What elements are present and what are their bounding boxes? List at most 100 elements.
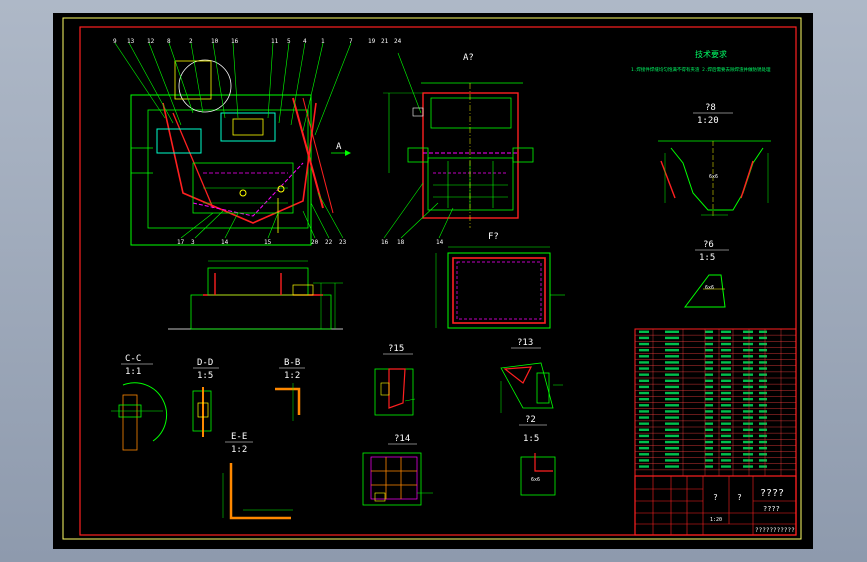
parts-list-entry <box>721 379 731 382</box>
parts-list-entry <box>705 397 713 401</box>
drawing-viewport[interactable]: A 9 13 12 8 2 10 16 11 5 4 1 7 19 21 24 <box>53 13 813 549</box>
detail-2-view[interactable]: ?2 1:5 6x6 <box>519 415 556 496</box>
parts-list-entry <box>665 422 679 425</box>
parts-list-entry <box>759 336 767 340</box>
parts-list-entry <box>639 404 649 407</box>
parts-list-entry <box>721 361 731 364</box>
detail-15-title: ?15 <box>388 344 404 354</box>
parts-list-entry <box>721 397 731 401</box>
detail-13-title: ?13 <box>517 338 533 348</box>
parts-list-entry <box>721 410 731 413</box>
parts-list-entry <box>759 410 767 413</box>
parts-list-entry <box>665 355 679 358</box>
parts-list-entry <box>665 404 679 407</box>
parts-list-entry <box>639 355 649 358</box>
parts-list-entry <box>759 397 767 401</box>
drawing-canvas[interactable]: A 9 13 12 8 2 10 16 11 5 4 1 7 19 21 24 <box>53 13 813 549</box>
parts-list-entry <box>743 385 753 389</box>
parts-list-entry <box>743 459 753 462</box>
detail-6-title: ?6 <box>703 240 714 250</box>
balloon-16b: 16 <box>381 239 389 246</box>
view-f[interactable]: F? <box>435 232 565 329</box>
parts-list-table[interactable] <box>634 328 797 477</box>
section-ee[interactable]: E-E 1:2 <box>222 432 293 520</box>
balloon-16: 16 <box>231 38 239 45</box>
parts-list-entry <box>665 361 679 364</box>
parts-list-entry <box>665 379 679 382</box>
section-dd[interactable]: D-D 1:5 <box>192 358 219 437</box>
parts-list-entry <box>759 348 767 352</box>
main-front-view[interactable] <box>114 42 352 246</box>
balloon-2: 2 <box>189 38 193 45</box>
detail-8-mark: 6x6 <box>709 174 718 180</box>
parts-list-entry <box>759 330 767 333</box>
balloon-4: 4 <box>303 38 307 45</box>
parts-list-entry <box>705 342 713 346</box>
parts-list-entry <box>665 391 679 395</box>
balloon-17: 17 <box>177 239 185 246</box>
parts-list-entry <box>705 410 713 413</box>
parts-list-entry <box>665 330 679 333</box>
parts-list-entry <box>759 367 767 370</box>
title-block[interactable]: ? ? ???? ???? 1:20 ??????????? <box>634 475 797 536</box>
parts-list-entry <box>759 385 767 389</box>
detail-2-title: ?2 <box>525 415 536 425</box>
parts-list-entry <box>639 434 649 438</box>
parts-list-entry <box>759 422 767 425</box>
tech-text: 1.焊接件焊缝均匀饱满不得有夹渣 2.焊后需要去除焊渣并做防锈处理 <box>631 66 771 73</box>
detail-6-view[interactable]: ?6 1:5 6x6 <box>684 240 729 308</box>
balloon-20: 20 <box>311 239 319 246</box>
balloon-24: 24 <box>394 38 402 45</box>
bottom-elevation-view[interactable] <box>168 260 343 330</box>
tech-title: 技术要求 <box>695 49 727 59</box>
side-view-a[interactable]: A? <box>383 52 534 239</box>
parts-list-entry <box>705 330 713 333</box>
parts-list-entry <box>721 355 731 358</box>
parts-list-entry <box>743 410 753 413</box>
technical-requirements: 技术要求 1.焊接件焊缝均匀饱满不得有夹渣 2.焊后需要去除焊渣并做防锈处理 <box>631 49 771 73</box>
parts-list-entry <box>743 465 753 468</box>
parts-list-entry <box>721 348 731 352</box>
parts-list-entry <box>665 446 679 450</box>
parts-list-entry <box>639 428 649 431</box>
parts-list-entry <box>705 428 713 431</box>
parts-list-entry <box>759 379 767 382</box>
detail-6-scale: 1:5 <box>699 253 715 263</box>
section-bb-title: B-B <box>284 358 300 368</box>
section-cc[interactable]: C-C 1:1 <box>111 354 168 451</box>
parts-list-entry <box>743 361 753 364</box>
parts-list-entry <box>721 446 731 450</box>
detail-2-mark: 6x6 <box>531 477 540 483</box>
parts-list-entry <box>665 367 679 370</box>
balloon-12: 12 <box>147 38 155 45</box>
parts-list-entry <box>665 465 679 468</box>
section-bb[interactable]: B-B 1:2 <box>275 358 305 421</box>
view-f-title: F? <box>488 232 499 242</box>
balloon-8: 8 <box>167 38 171 45</box>
detail-15-view[interactable]: ?15 <box>374 344 416 416</box>
parts-list-entry <box>721 422 731 425</box>
title-block-q2: ? <box>737 493 742 502</box>
parts-list-entry <box>665 416 679 419</box>
section-dd-title: D-D <box>197 358 213 368</box>
parts-list-entry <box>759 373 767 376</box>
parts-list-entry <box>759 404 767 407</box>
parts-list-entry <box>639 465 649 468</box>
detail-8-scale: 1:20 <box>697 116 719 126</box>
parts-list-entry <box>721 428 731 431</box>
outer-frame <box>62 17 802 540</box>
balloon-13: 13 <box>127 38 135 45</box>
parts-list-entry <box>665 385 679 389</box>
parts-list-entry <box>721 440 731 444</box>
balloon-15: 15 <box>264 239 272 246</box>
parts-list-entry <box>743 453 753 456</box>
parts-list-entry <box>639 391 649 395</box>
parts-list-entry <box>743 428 753 431</box>
detail-14-view[interactable]: ?14 <box>362 434 433 506</box>
detail-8-view[interactable]: ?8 1:20 6x6 <box>658 103 771 218</box>
detail-13-view[interactable]: ?13 <box>500 338 563 413</box>
parts-list-entry <box>705 391 713 395</box>
section-ee-title: E-E <box>231 432 247 442</box>
parts-list-entry <box>665 434 679 438</box>
title-block-scale: 1:20 <box>710 517 722 523</box>
